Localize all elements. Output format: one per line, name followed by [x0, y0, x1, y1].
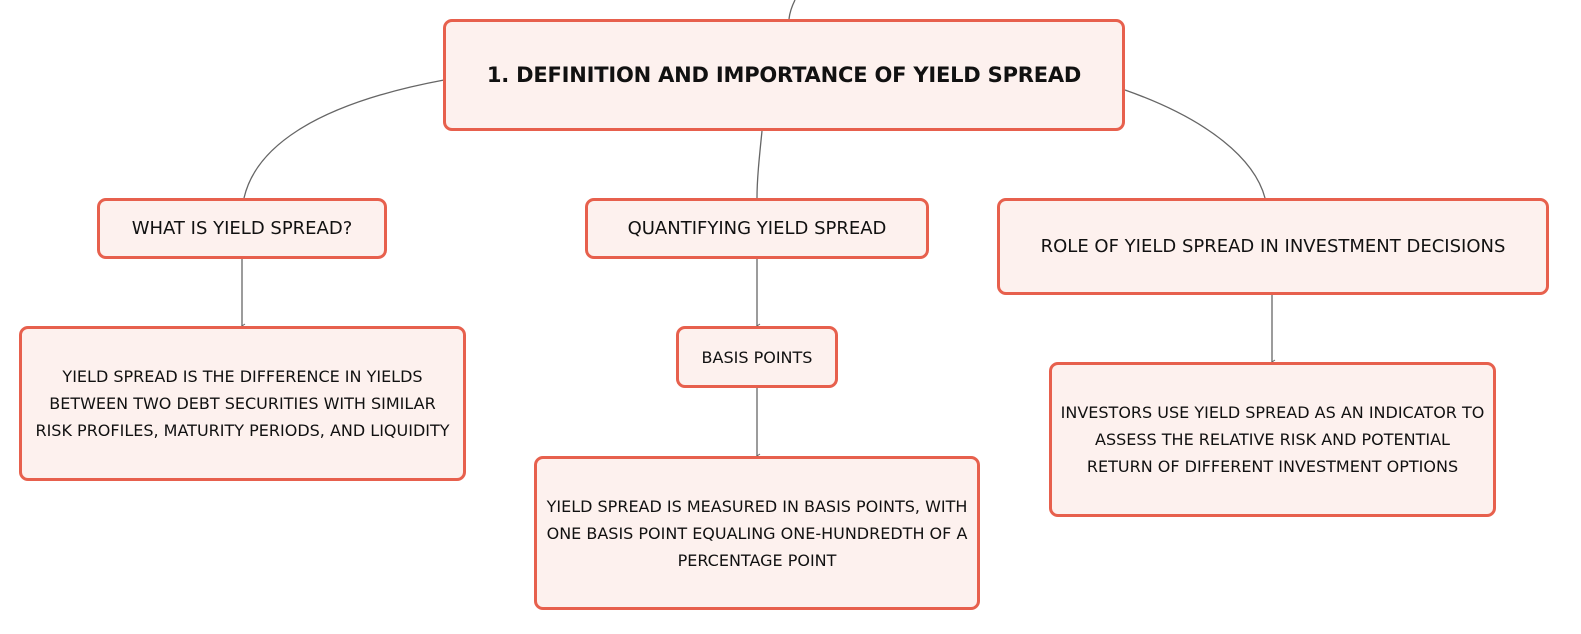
connector-root-to-role	[1124, 89, 1266, 199]
node-what-is-yield-spread[interactable]: WHAT IS YIELD SPREAD?	[97, 198, 387, 259]
connector-incoming	[788, 0, 796, 20]
root-label: 1. DEFINITION AND IMPORTANCE OF YIELD SP…	[486, 63, 1082, 87]
role-label: ROLE OF YIELD SPREAD IN INVESTMENT DECIS…	[1040, 236, 1506, 257]
quantifying-detail-text: YIELD SPREAD IS MEASURED IN BASIS POINTS…	[546, 496, 968, 570]
node-role-of-yield-spread[interactable]: ROLE OF YIELD SPREAD IN INVESTMENT DECIS…	[997, 198, 1549, 295]
connector-root-to-what	[243, 79, 445, 199]
node-quantifying-yield-spread[interactable]: QUANTIFYING YIELD SPREAD	[585, 198, 929, 259]
node-what-detail[interactable]: YIELD SPREAD IS THE DIFFERENCE IN YIELDS…	[19, 326, 466, 481]
basis-points-label: BASIS POINTS	[701, 347, 813, 367]
what-detail-text: YIELD SPREAD IS THE DIFFERENCE IN YIELDS…	[35, 367, 450, 440]
what-label: WHAT IS YIELD SPREAD?	[131, 218, 353, 239]
root-node[interactable]: 1. DEFINITION AND IMPORTANCE OF YIELD SP…	[443, 19, 1125, 131]
node-basis-points[interactable]: BASIS POINTS	[676, 326, 838, 388]
connector-root-to-quantifying	[756, 130, 763, 199]
node-role-detail[interactable]: INVESTORS USE YIELD SPREAD AS AN INDICAT…	[1049, 362, 1496, 517]
role-detail-text: INVESTORS USE YIELD SPREAD AS AN INDICAT…	[1060, 403, 1485, 476]
node-quantifying-detail[interactable]: YIELD SPREAD IS MEASURED IN BASIS POINTS…	[534, 456, 980, 610]
quantifying-label: QUANTIFYING YIELD SPREAD	[627, 218, 887, 239]
